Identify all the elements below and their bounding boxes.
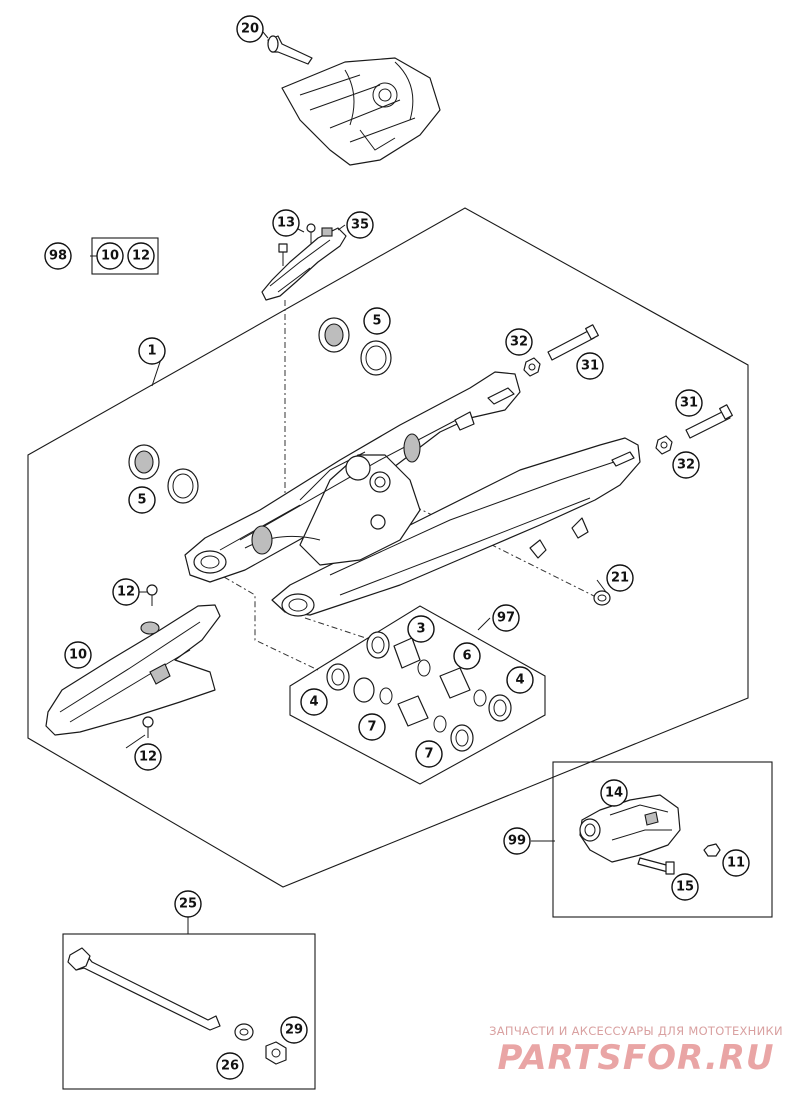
callout-31-lower: 31 (675, 389, 703, 417)
svg-text:7: 7 (367, 720, 376, 735)
callout-6: 6 (453, 642, 481, 670)
chain-slider-10 (45, 604, 221, 736)
callout-11: 11 (722, 849, 750, 877)
svg-text:31: 31 (680, 396, 698, 411)
watermark-tagline: ЗАПЧАСТИ И АКСЕССУАРЫ ДЛЯ МОТОТЕХНИКИ (489, 1024, 783, 1038)
chain-guide-14 (579, 794, 681, 863)
callout-10-kit: 10 (96, 242, 124, 270)
nut-29 (265, 1041, 287, 1065)
callout-20: 20 (236, 15, 264, 43)
callout-1: 1 (138, 337, 166, 365)
svg-text:7: 7 (424, 747, 433, 762)
svg-text:25: 25 (179, 897, 197, 912)
callout-4-left: 4 (300, 688, 328, 716)
svg-text:12: 12 (117, 585, 135, 600)
watermark-logo: PARTSFOR.RU (497, 1038, 775, 1078)
svg-text:4: 4 (309, 695, 318, 710)
svg-text:32: 32 (677, 458, 695, 473)
svg-text:3: 3 (416, 622, 425, 637)
cap-5-upper (318, 317, 392, 376)
svg-text:21: 21 (611, 571, 629, 586)
svg-text:99: 99 (508, 834, 526, 849)
callout-21: 21 (606, 564, 634, 592)
pivot-bolt-20 (267, 35, 313, 65)
svg-text:12: 12 (132, 249, 150, 264)
callout-13: 13 (272, 209, 300, 237)
svg-text:5: 5 (372, 314, 381, 329)
svg-text:26: 26 (221, 1059, 239, 1074)
callout-5-left: 5 (128, 486, 156, 514)
adjuster-bolt-31-lower (685, 404, 733, 439)
svg-text:31: 31 (581, 359, 599, 374)
callout-97: 97 (492, 604, 520, 632)
svg-text:11: 11 (727, 856, 745, 871)
svg-text:29: 29 (285, 1023, 303, 1038)
svg-text:6: 6 (462, 649, 471, 664)
bushing-21 (593, 590, 611, 606)
svg-text:15: 15 (676, 880, 694, 895)
svg-text:10: 10 (101, 249, 119, 264)
bolt-small-top (306, 223, 316, 244)
adjuster-bolt-31-upper (547, 324, 599, 361)
callout-12-upper: 12 (112, 578, 140, 606)
svg-text:1: 1 (147, 344, 156, 359)
svg-text:5: 5 (137, 493, 146, 508)
callout-35: 35 (346, 211, 374, 239)
svg-text:12: 12 (139, 750, 157, 765)
axle-25 (67, 947, 221, 1031)
kit-98-box (91, 237, 159, 275)
nut-32-lower (655, 435, 673, 455)
bolt-13-top (278, 243, 288, 266)
svg-text:10: 10 (69, 648, 87, 663)
svg-text:35: 35 (351, 218, 369, 233)
partsfor-watermark: ЗАПЧАСТИ И АКСЕССУАРЫ ДЛЯ МОТОТЕХНИКИ PA… (486, 1024, 786, 1075)
nut-32-upper (523, 357, 541, 377)
callout-4-right: 4 (506, 666, 534, 694)
callout-14: 14 (600, 779, 628, 807)
callout-7-left: 7 (358, 713, 386, 741)
callout-7-right: 7 (415, 740, 443, 768)
chain-guide-top-35 (261, 227, 347, 301)
cap-5-left (128, 444, 199, 504)
frame-section-illustration (281, 57, 441, 166)
callout-98: 98 (44, 242, 72, 270)
svg-text:13: 13 (277, 216, 295, 231)
callout-32-upper: 32 (505, 328, 533, 356)
swingarm-body (184, 371, 641, 617)
bearing-kit-boundary (289, 605, 546, 785)
svg-text:98: 98 (49, 249, 67, 264)
callout-26: 26 (216, 1052, 244, 1080)
chain-guide-kit-boundary (552, 761, 773, 918)
callout-29: 29 (280, 1016, 308, 1044)
svg-text:20: 20 (241, 22, 259, 37)
svg-text:97: 97 (497, 611, 515, 626)
callout-99: 99 (503, 827, 531, 855)
callout-3: 3 (407, 615, 435, 643)
axle-kit-boundary (62, 933, 316, 1090)
washer-26 (234, 1023, 254, 1041)
nut-11 (703, 843, 721, 857)
callout-10: 10 (64, 641, 92, 669)
callout-15: 15 (671, 873, 699, 901)
callout-12-kit: 12 (127, 242, 155, 270)
bolt-12-lower (142, 716, 154, 738)
svg-text:4: 4 (515, 673, 524, 688)
callout-31-upper: 31 (576, 352, 604, 380)
callout-32-lower: 32 (672, 451, 700, 479)
swingarm-assembly-boundary (27, 207, 749, 888)
callout-12-lower: 12 (134, 743, 162, 771)
svg-text:14: 14 (605, 786, 623, 801)
bolt-15 (637, 857, 675, 875)
callout-25: 25 (174, 890, 202, 918)
bolt-12-upper (146, 584, 158, 606)
svg-text:32: 32 (510, 335, 528, 350)
bearing-kit-97 (326, 631, 512, 752)
callout-5-upper: 5 (363, 307, 391, 335)
